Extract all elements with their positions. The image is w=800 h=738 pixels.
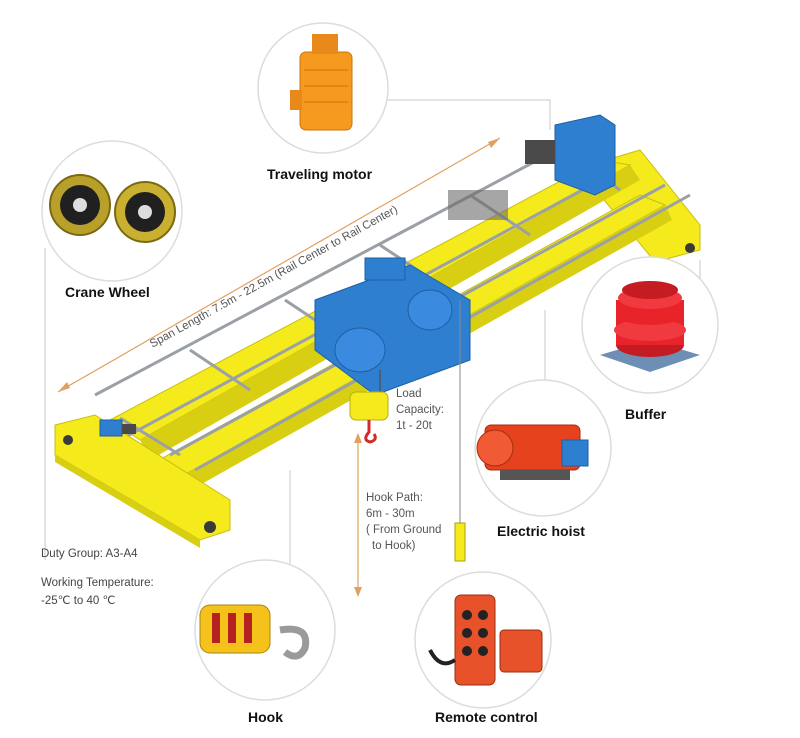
- pendant-cable: [454, 300, 466, 562]
- hook-path-line3: ( From Ground: [366, 524, 442, 536]
- end-carriage-left: [54, 414, 231, 548]
- hook-path-dimension-arrow: [354, 433, 362, 597]
- working-temperature-value: -25℃ to 40 ℃: [41, 595, 116, 607]
- load-capacity-label: Load Capacity: 1t - 20t: [396, 386, 444, 434]
- span-dimension-arrow: [57, 137, 501, 393]
- label-electric-hoist: Electric hoist: [497, 523, 585, 539]
- trolley: [314, 257, 471, 396]
- hook-path-line1: Hook Path:: [366, 492, 423, 504]
- crane-wheel-circle: [41, 140, 183, 282]
- hook-block: [349, 370, 389, 444]
- remote-control-circle: [414, 571, 552, 709]
- label-crane-wheel: Crane Wheel: [65, 284, 150, 300]
- load-capacity-line3: 1t - 20t: [396, 420, 432, 432]
- label-hook: Hook: [248, 709, 283, 725]
- label-buffer: Buffer: [625, 406, 667, 422]
- load-capacity-line2: Capacity:: [396, 404, 444, 416]
- buffer-circle: [581, 256, 719, 394]
- traveling-motor-circle: [257, 22, 389, 154]
- duty-group-label: Duty Group: A3-A4: [41, 548, 138, 560]
- hook-path-label: Hook Path: 6m - 30m ( From Ground to Hoo…: [366, 490, 441, 554]
- hook-path-line4: to Hook): [372, 540, 416, 552]
- working-temperature-label: Working Temperature:: [41, 577, 154, 589]
- traveling-drive: [448, 114, 616, 220]
- hook-circle: [194, 559, 336, 701]
- load-capacity-line1: Load: [396, 388, 422, 400]
- label-traveling-motor: Traveling motor: [267, 166, 373, 182]
- label-remote-control: Remote control: [435, 709, 538, 725]
- electric-hoist-circle: [474, 379, 612, 517]
- hook-path-line2: 6m - 30m: [366, 508, 415, 520]
